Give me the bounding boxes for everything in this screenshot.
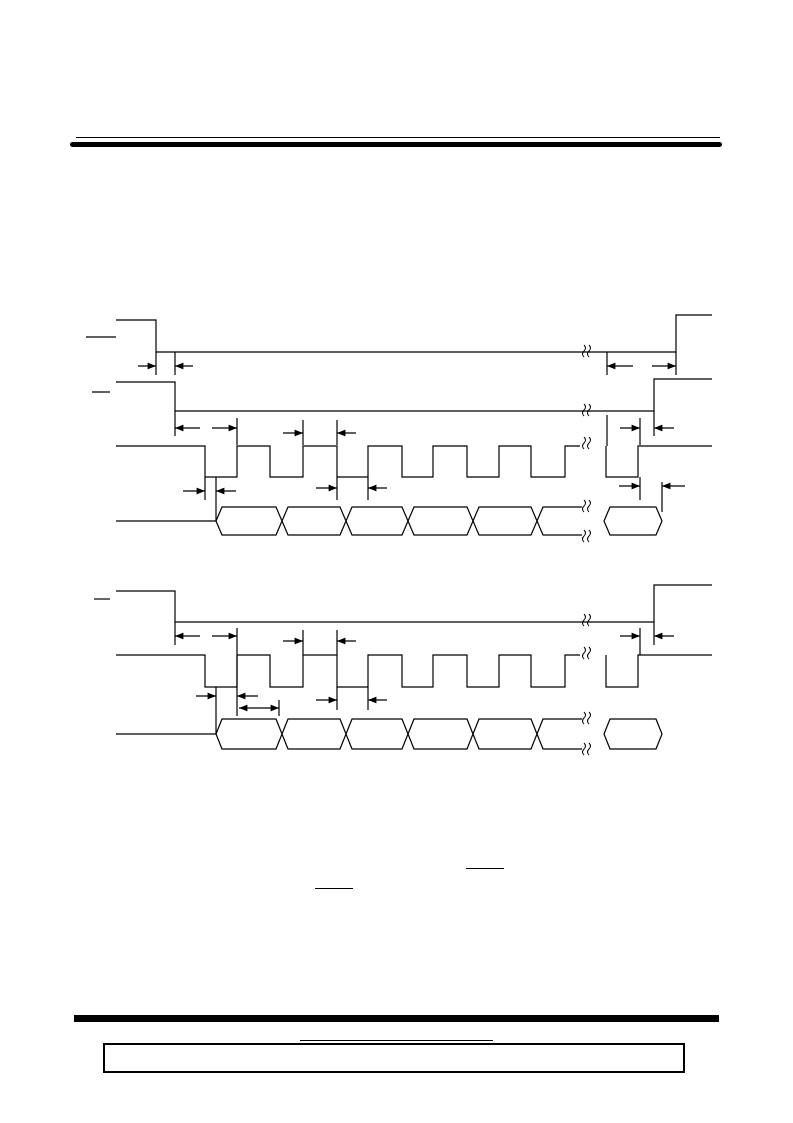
panel1-clock-waveform [116,445,712,478]
footer-box [103,1043,685,1073]
panel2-break-marks [582,613,591,756]
header-thick-rule [70,142,722,147]
panel2-signal1-waveform [94,584,712,623]
panel1-signal1-waveform [86,314,712,353]
panel2-data-bus [116,718,663,750]
panel1-data-bus [116,506,663,536]
panel1-signal2-waveform [92,378,712,412]
panel1-timing-markers [138,352,685,521]
notes-overbar-1 [466,868,504,869]
panel1-break-marks [582,344,591,543]
footer-thin-line [300,1040,493,1041]
panel2-clock-waveform [116,654,712,688]
notes-overbar-2 [315,888,353,889]
panel2-timing-markers [174,622,674,734]
header-thin-rule [76,137,720,138]
footer-thick-rule [74,1015,719,1022]
